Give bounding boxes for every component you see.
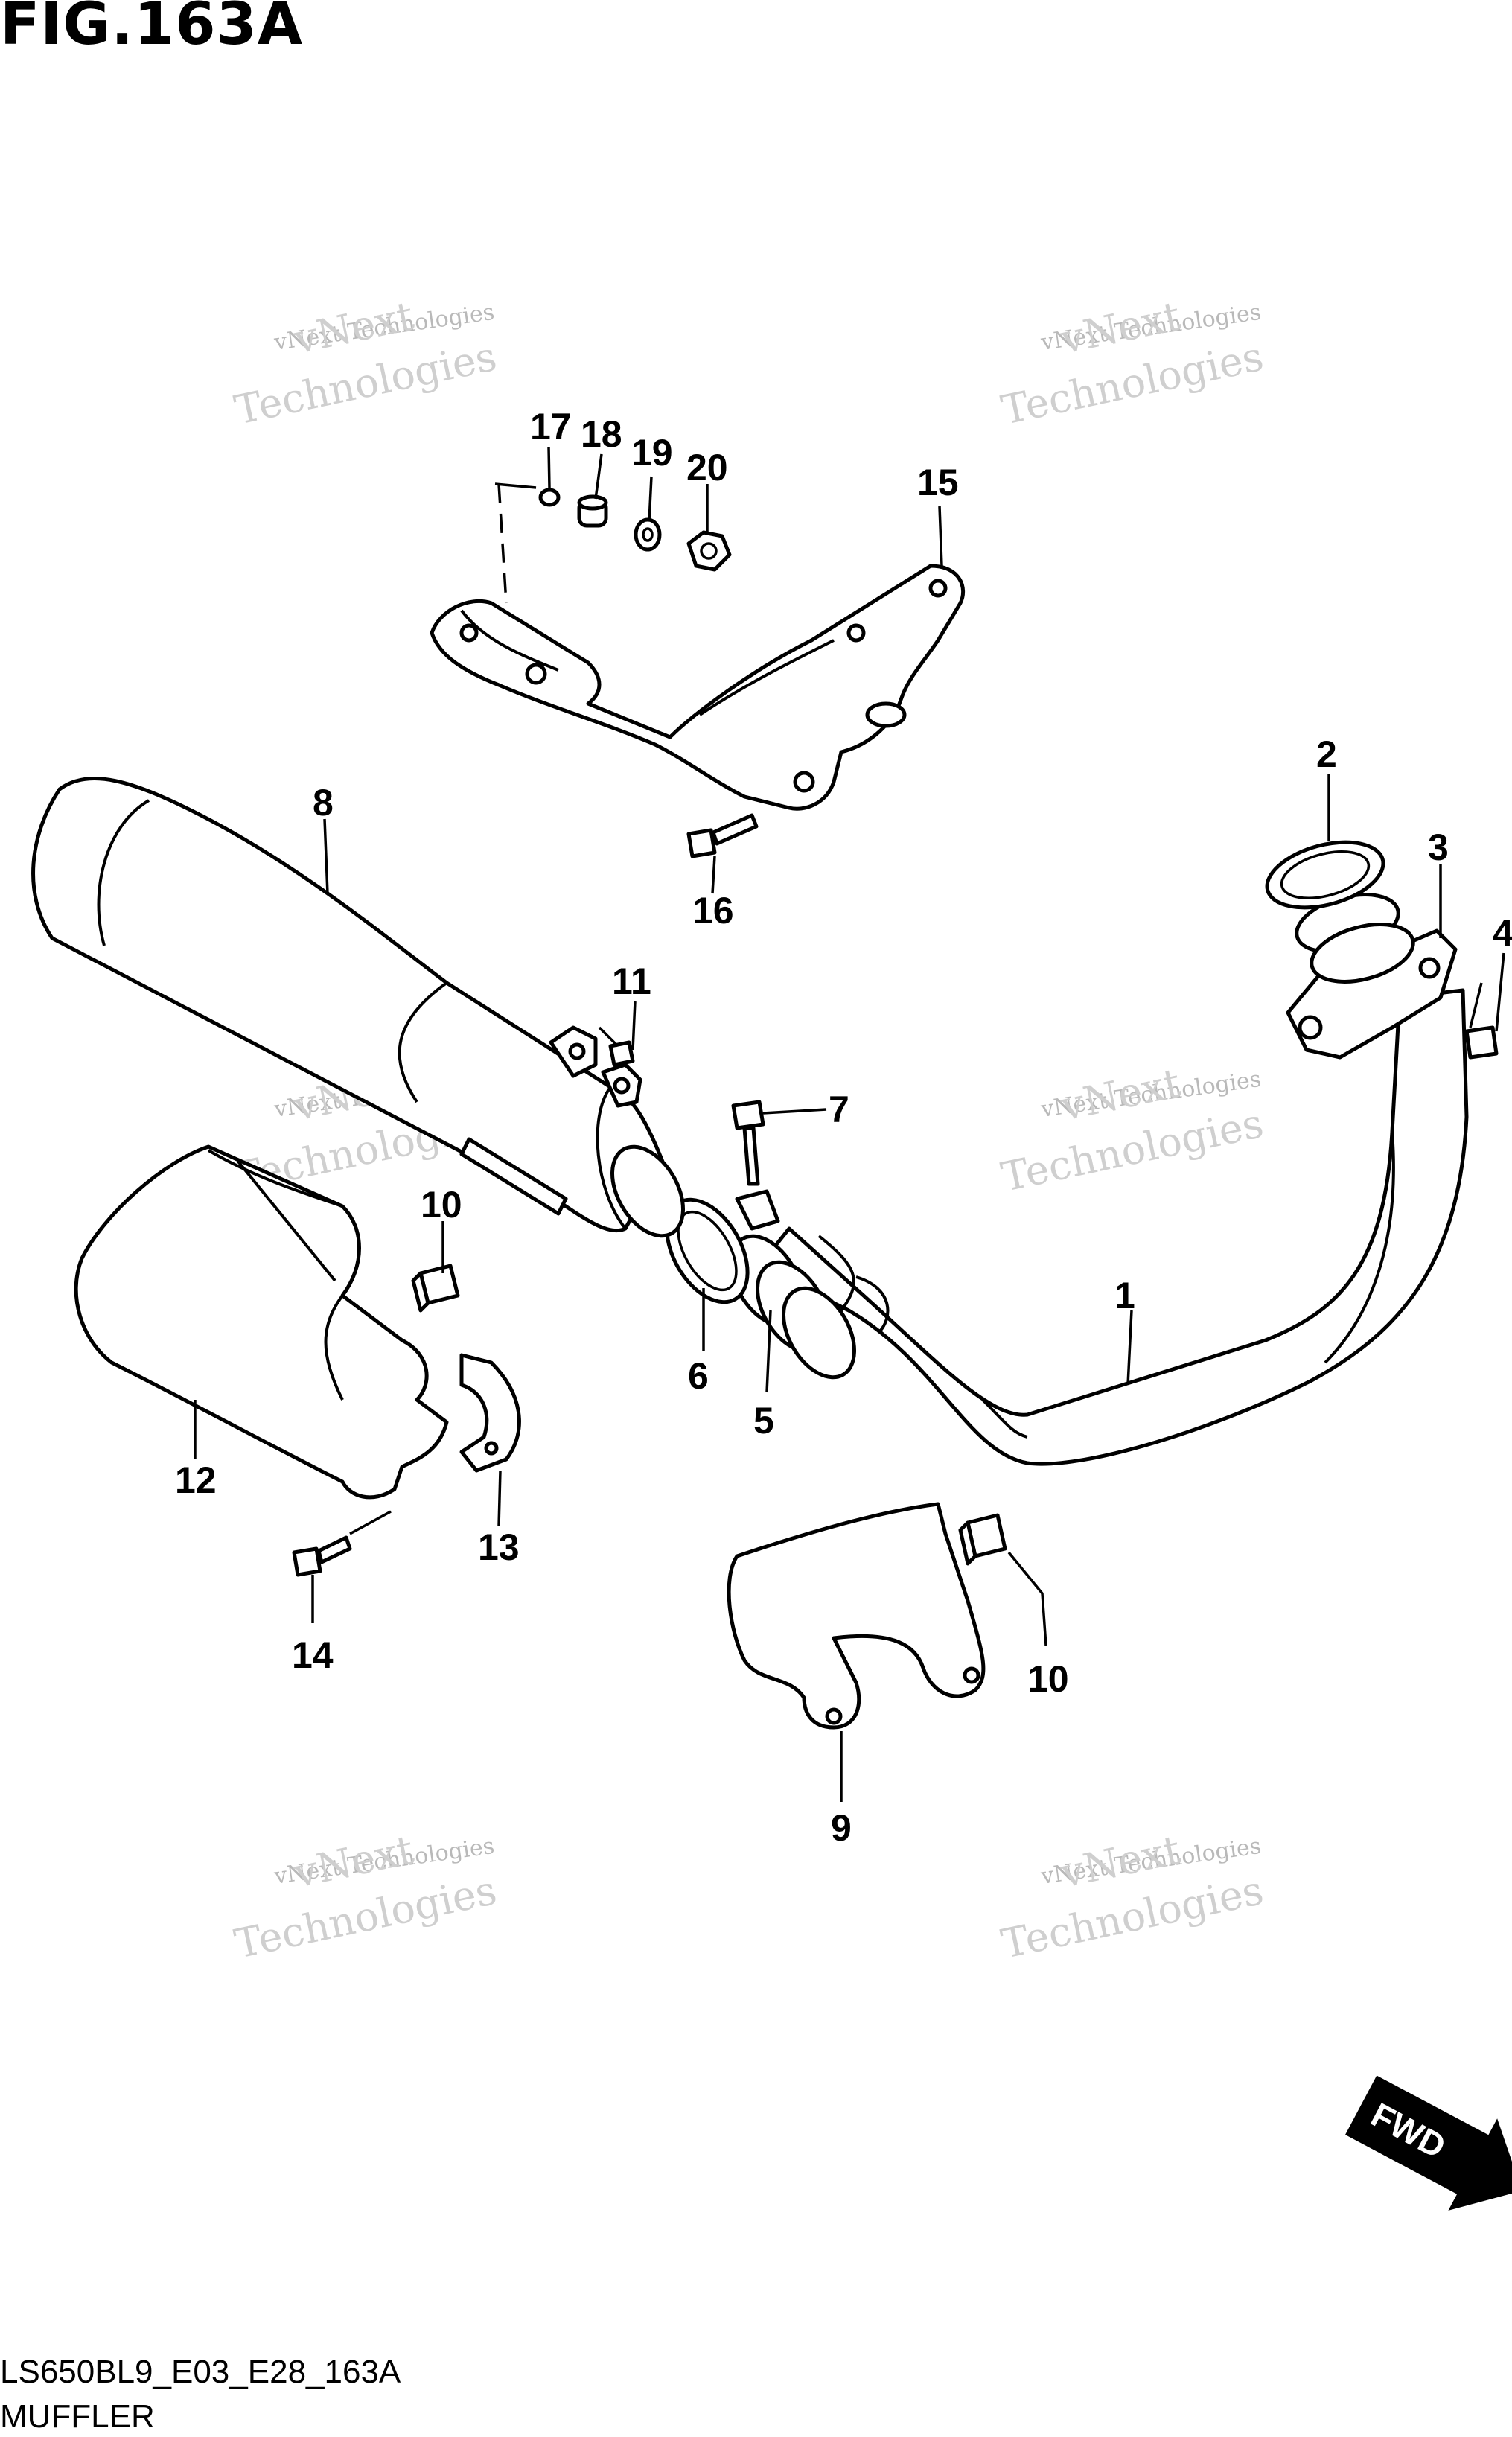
callout-3: 3 xyxy=(1428,826,1449,868)
upper-bracket-part[interactable] xyxy=(430,564,966,811)
callout-15: 15 xyxy=(917,462,959,503)
callout-2: 2 xyxy=(1316,733,1337,775)
diagram-code: LS650BL9_E03_E28_163A xyxy=(0,2354,401,2390)
callout-19: 19 xyxy=(631,432,673,474)
muffler-bracket-part[interactable] xyxy=(459,1353,521,1473)
nut-part[interactable] xyxy=(686,530,732,572)
leader-lines xyxy=(194,446,1505,1802)
flange-nut-part[interactable] xyxy=(1464,982,1499,1060)
callout-5: 5 xyxy=(753,1400,774,1442)
cover-bolt-part[interactable] xyxy=(292,1535,352,1577)
callout-12: 12 xyxy=(175,1459,217,1501)
callout-11: 11 xyxy=(612,961,651,1002)
screw-part[interactable] xyxy=(598,1026,635,1067)
callout-4: 4 xyxy=(1493,912,1512,954)
clamp-bolt-part[interactable] xyxy=(731,1100,765,1186)
callout-9: 9 xyxy=(831,1807,852,1849)
spacer-part[interactable] xyxy=(577,494,608,528)
callout-17: 17 xyxy=(530,406,572,447)
muffler-cover-part[interactable] xyxy=(74,1144,449,1500)
callout-18: 18 xyxy=(581,413,622,455)
callout-10a: 10 xyxy=(421,1184,462,1226)
gasket-part[interactable] xyxy=(1260,831,1390,920)
callout-numbers: 1 2 3 4 5 6 7 8 9 10 10 11 12 13 14 15 1… xyxy=(175,406,1512,1849)
bracket-bolt-part[interactable] xyxy=(686,813,759,858)
exhaust-pipe-part[interactable] xyxy=(757,885,1469,1466)
callout-14: 14 xyxy=(292,1634,334,1676)
figure-title: FIG.163A xyxy=(0,0,304,58)
lower-heat-shield-part[interactable] xyxy=(727,1502,986,1730)
callout-16: 16 xyxy=(692,890,734,931)
callout-1: 1 xyxy=(1114,1275,1135,1316)
callout-13: 13 xyxy=(478,1526,520,1568)
callout-7: 7 xyxy=(829,1089,849,1130)
callout-10b: 10 xyxy=(1027,1658,1069,1700)
small-washer-part[interactable] xyxy=(538,488,561,507)
connector-sleeve-part[interactable] xyxy=(717,1224,869,1390)
fwd-direction-badge: FWD xyxy=(1345,2075,1512,2211)
callout-6: 6 xyxy=(688,1355,709,1397)
diagram-subtitle: MUFFLER xyxy=(0,2398,155,2435)
washer-part[interactable] xyxy=(634,517,662,552)
cushion-part[interactable] xyxy=(958,1513,1007,1566)
callout-20: 20 xyxy=(686,447,728,488)
fwd-arrow-icon xyxy=(1345,2075,1512,2211)
muffler-part[interactable] xyxy=(31,777,698,1249)
cushion-part[interactable] xyxy=(411,1264,460,1313)
callout-8: 8 xyxy=(313,782,334,824)
